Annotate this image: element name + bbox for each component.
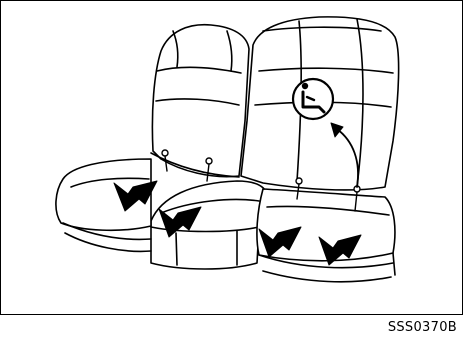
rear-seat-illustration bbox=[1, 1, 462, 314]
anchor-ring bbox=[206, 158, 212, 164]
child-seat-anchor-icon bbox=[293, 79, 333, 119]
anchor-ring bbox=[162, 150, 168, 156]
figure-code: SSS0370B bbox=[388, 320, 457, 335]
figure-frame bbox=[0, 0, 463, 315]
anchor-ring bbox=[296, 178, 302, 184]
left-seat-cushion bbox=[56, 159, 151, 251]
